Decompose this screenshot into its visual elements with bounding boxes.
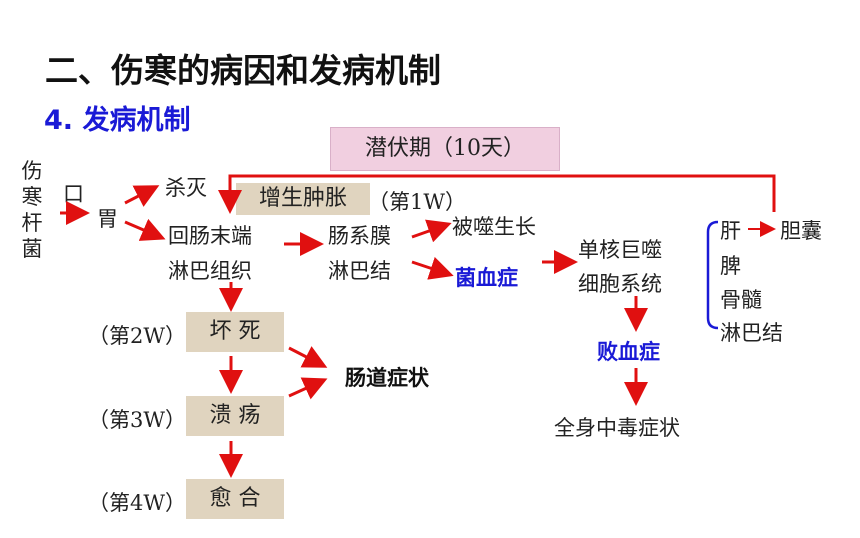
node-marrow: 骨髓 <box>720 288 762 312</box>
node-kill: 杀灭 <box>165 176 207 200</box>
arrow-gallbladder-loop <box>218 174 776 214</box>
node-systemic-symptoms: 全身中毒症状 <box>554 416 680 440</box>
node-mps-line1: 单核巨噬 <box>578 238 662 262</box>
node-gallbladder: 胆囊 <box>780 219 822 243</box>
bacteria-char: 菌 <box>21 237 43 261</box>
week1-label: （第1W） <box>368 190 466 214</box>
week4-label: （第4W） <box>88 491 186 515</box>
node-bacteremia: 菌血症 <box>455 266 518 290</box>
necrosis-box: 坏 死 <box>186 312 284 352</box>
node-ileum-line1: 回肠末端 <box>168 224 252 248</box>
bacteria-char: 寒 <box>21 185 43 209</box>
node-septicemia: 败血症 <box>597 340 660 364</box>
node-intestinal-symptoms: 肠道症状 <box>345 366 429 390</box>
organ-bracket <box>706 220 719 330</box>
node-lymph-node: 淋巴结 <box>720 321 783 345</box>
node-phagocytosed: 被噬生长 <box>452 215 536 239</box>
week2-label: （第2W） <box>88 324 186 348</box>
bacteria-char: 杆 <box>21 211 43 235</box>
arrow-stomach-ileum <box>124 218 166 241</box>
arrow-mesentery-phagocytosed <box>411 219 452 243</box>
node-mesentery-line2: 淋巴结 <box>328 259 391 283</box>
hyperplasia-box: 增生肿胀 <box>236 183 370 215</box>
node-ileum-line2: 淋巴组织 <box>168 259 252 283</box>
node-spleen: 脾 <box>720 254 741 278</box>
healing-box: 愈 合 <box>186 479 284 519</box>
node-bacteria: 伤 寒 杆 菌 <box>20 158 44 262</box>
section-subtitle: 4. 发病机制 <box>44 105 191 136</box>
node-mouth: 口 <box>63 182 84 206</box>
node-liver: 肝 <box>720 219 741 243</box>
arrow-stomach-kill <box>124 185 160 207</box>
node-mps-line2: 细胞系统 <box>578 272 662 296</box>
arrow-necrosis-symptoms <box>288 346 328 368</box>
node-stomach: 胃 <box>97 207 118 231</box>
arrow-ulcer-symptoms <box>288 377 328 400</box>
arrow-mesentery-bacteremia <box>411 256 454 280</box>
ulcer-box: 溃 疡 <box>186 396 284 436</box>
node-mesentery-line1: 肠系膜 <box>328 224 391 248</box>
week3-label: （第3W） <box>88 408 186 432</box>
page-title: 二、伤寒的病因和发病机制 <box>45 51 441 90</box>
bacteria-char: 伤 <box>21 159 43 183</box>
incubation-box: 潜伏期（10天） <box>330 127 560 171</box>
